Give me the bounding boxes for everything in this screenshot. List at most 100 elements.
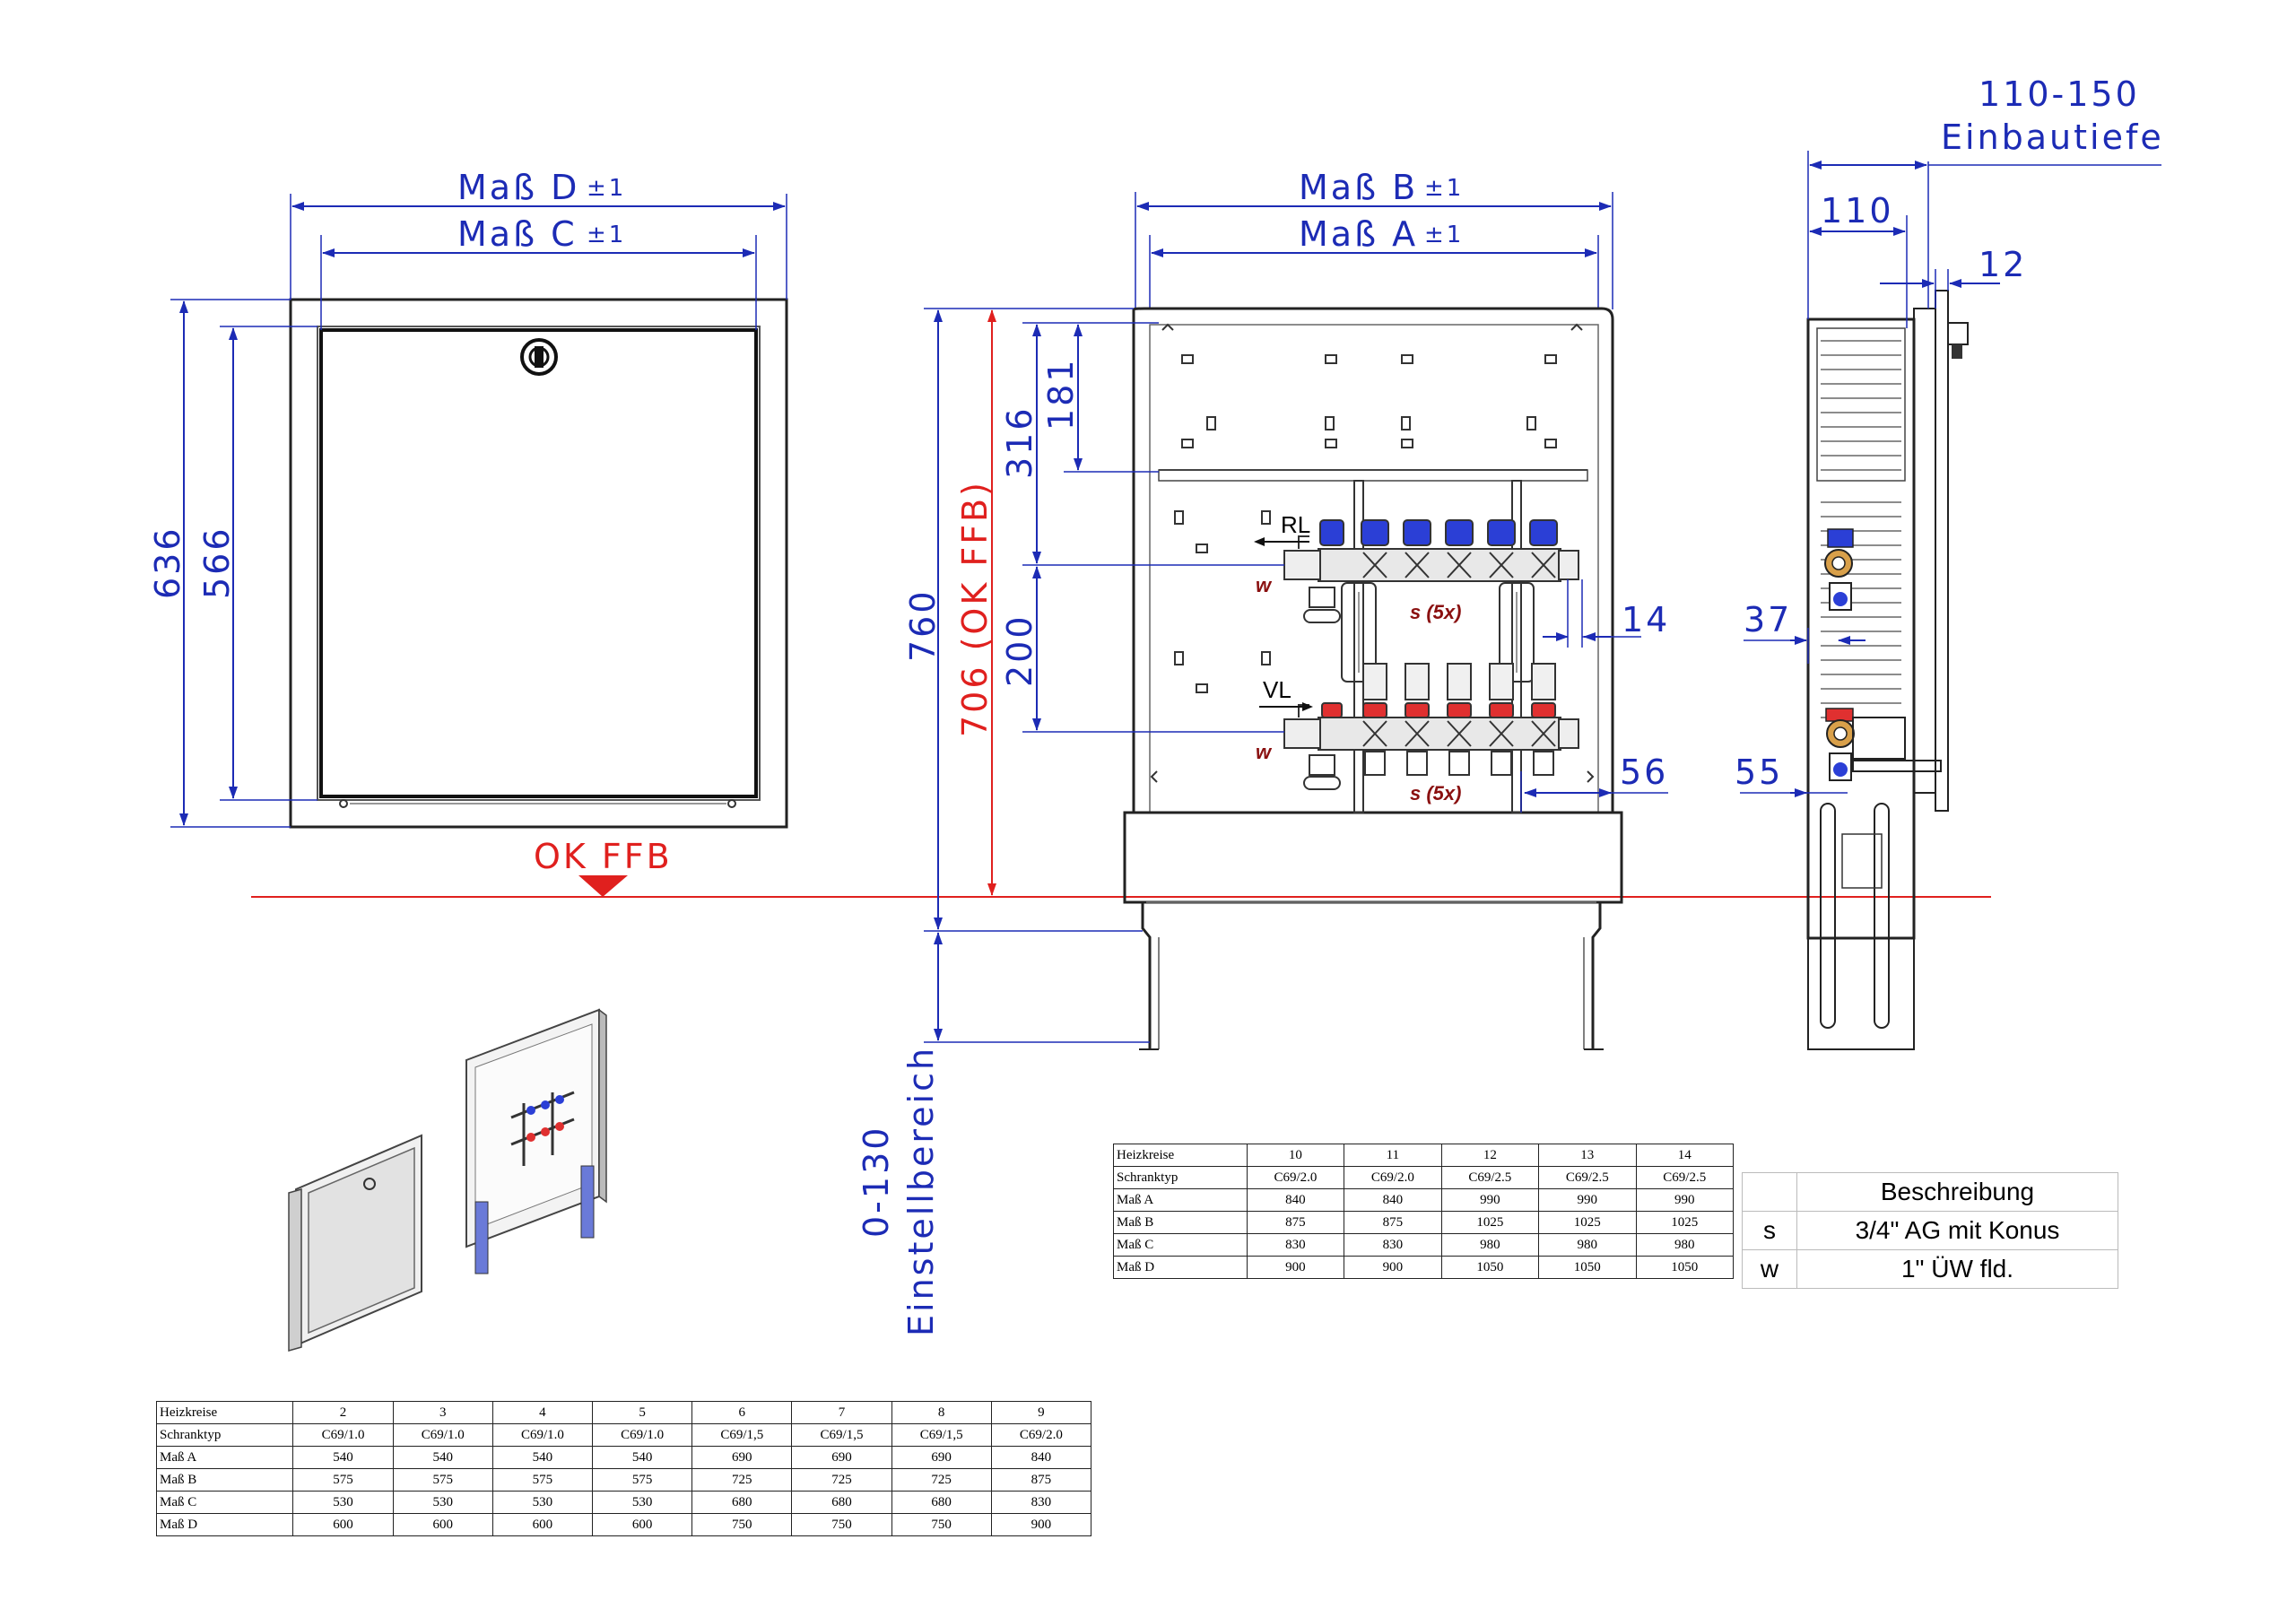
table-cell: 875 [1344,1211,1442,1234]
table-row: Heizkreise 10 11 12 13 14 [1113,1144,1735,1167]
w-label-return: w [1256,574,1273,596]
table-cell: 840 [1344,1188,1442,1212]
table-cell: Maß D [1113,1256,1248,1279]
description-key: w [1742,1249,1797,1289]
dim-0-130: 0-130 [857,1126,896,1238]
table-cell: C69/2.0 [1246,1166,1345,1189]
dimension-110-150: 110-150 Einbautiefe [1807,74,2164,319]
table-cell: 530 [292,1491,394,1514]
table-cell: Maß A [155,1446,294,1469]
dim-einbautiefe: Einbautiefe [1941,117,2164,157]
spec-table-10-14: Heizkreise 10 11 12 13 14 Schranktyp C69… [1113,1144,1735,1279]
table-row: Schranktyp C69/2.0 C69/2.0 C69/2.5 C69/2… [1113,1166,1735,1189]
table-cell: 830 [1344,1233,1442,1257]
dimension-316: 316 [1000,322,1284,566]
table-cell: C69/1.0 [491,1423,594,1447]
dim-12: 12 [1979,245,2027,284]
vl-label: VL [1263,676,1292,703]
dim-a-tolerance: ±1 [1424,222,1464,248]
table-cell: 980 [1635,1233,1735,1257]
table-cell: 540 [491,1446,594,1469]
dimension-37: 37 [1744,600,1866,664]
table-cell: 1025 [1440,1211,1540,1234]
table-cell: 1025 [1635,1211,1735,1234]
description-key: s [1742,1211,1797,1250]
table-cell: 750 [891,1513,992,1536]
table-cell: 680 [891,1491,992,1514]
table-cell: 900 [1246,1256,1345,1279]
table-cell: 980 [1538,1233,1637,1257]
table-row: Maß D 600 600 600 600 750 750 750 900 [155,1513,1092,1536]
dim-einstellbereich: Einstellbereich [901,1046,941,1336]
table-row: Maß C 830 830 980 980 980 [1113,1233,1735,1257]
table-cell: 830 [1246,1233,1345,1257]
table-cell: 540 [292,1446,394,1469]
table-cell: 1050 [1635,1256,1735,1279]
table-cell: 690 [891,1446,992,1469]
table-cell: 540 [392,1446,493,1469]
table-row: Beschreibung [1742,1172,2118,1212]
spec-table-2-9: Heizkreise 2 3 4 5 6 7 8 9 Schranktyp C6… [155,1401,1092,1536]
table-cell: Schranktyp [1113,1166,1248,1189]
w-label-flow: w [1256,741,1273,763]
table-cell: 13 [1538,1144,1637,1167]
table-cell: C69/1.0 [592,1423,693,1447]
table-cell: 3 [392,1401,493,1424]
table-row: Maß D 900 900 1050 1050 1050 [1113,1256,1735,1279]
table-cell: C69/1.0 [392,1423,493,1447]
table-row: Maß B 875 875 1025 1025 1025 [1113,1211,1735,1234]
table-cell: 12 [1440,1144,1540,1167]
table-cell: C69/1,5 [791,1423,892,1447]
table-cell: 7 [791,1401,892,1424]
dim-706: 706 (OK FFB) [955,480,995,737]
dim-181: 181 [1041,357,1081,431]
table-cell: 530 [491,1491,594,1514]
dimension-56: 56 [1520,752,1668,813]
dimension-14: 14 [1543,579,1667,648]
table-cell: 900 [1344,1256,1442,1279]
dim-760: 760 [903,588,943,662]
dim-b-label: Maß B [1299,168,1418,207]
table-cell: 9 [990,1401,1092,1424]
table-cell: 725 [791,1468,892,1492]
table-cell: C69/2.0 [1344,1166,1442,1189]
table-cell: C69/1,5 [691,1423,793,1447]
dim-a-label: Maß A [1299,214,1418,254]
table-cell: 575 [592,1468,693,1492]
dimension-760: 760 [903,308,1143,932]
table-cell: Maß C [155,1491,294,1514]
vl-arrow-icon [1302,702,1313,711]
dim-316: 316 [1000,405,1039,479]
table-cell: C69/2.5 [1440,1166,1540,1189]
dimension-110: 110 [1809,191,1908,328]
table-row: Maß B 575 575 575 575 725 725 725 875 [155,1468,1092,1492]
table-cell: 990 [1538,1188,1637,1212]
table-cell: 600 [392,1513,493,1536]
description-value: 1" ÜW fld. [1796,1249,2118,1289]
flow-manifold [1283,663,1579,790]
table-cell: Maß B [1113,1211,1248,1234]
table-cell: 690 [791,1446,892,1469]
table-cell: C69/2.5 [1538,1166,1637,1189]
table-cell: C69/1.0 [292,1423,394,1447]
table-cell: Schranktyp [155,1423,294,1447]
table-cell: 680 [691,1491,793,1514]
table-cell: 575 [491,1468,594,1492]
table-cell: 11 [1344,1144,1442,1167]
table-cell: C69/2.5 [1635,1166,1735,1189]
dimension-55: 55 [1735,752,1848,797]
table-cell: 530 [392,1491,493,1514]
dim-110-150: 110-150 [1979,74,2140,114]
table-cell: 830 [990,1491,1092,1514]
table-cell: Heizkreise [1113,1144,1248,1167]
table-cell: 750 [791,1513,892,1536]
table-cell [1742,1172,1797,1212]
dimension-c: Maß C ±1 [320,214,757,330]
rl-label: RL [1281,511,1310,538]
side-view [1806,290,1969,1050]
rl-arrow-icon [1254,537,1265,546]
dim-b-tolerance: ±1 [1424,175,1464,202]
table-cell: 840 [990,1446,1092,1469]
table-cell: 725 [891,1468,992,1492]
dim-55: 55 [1735,752,1783,792]
